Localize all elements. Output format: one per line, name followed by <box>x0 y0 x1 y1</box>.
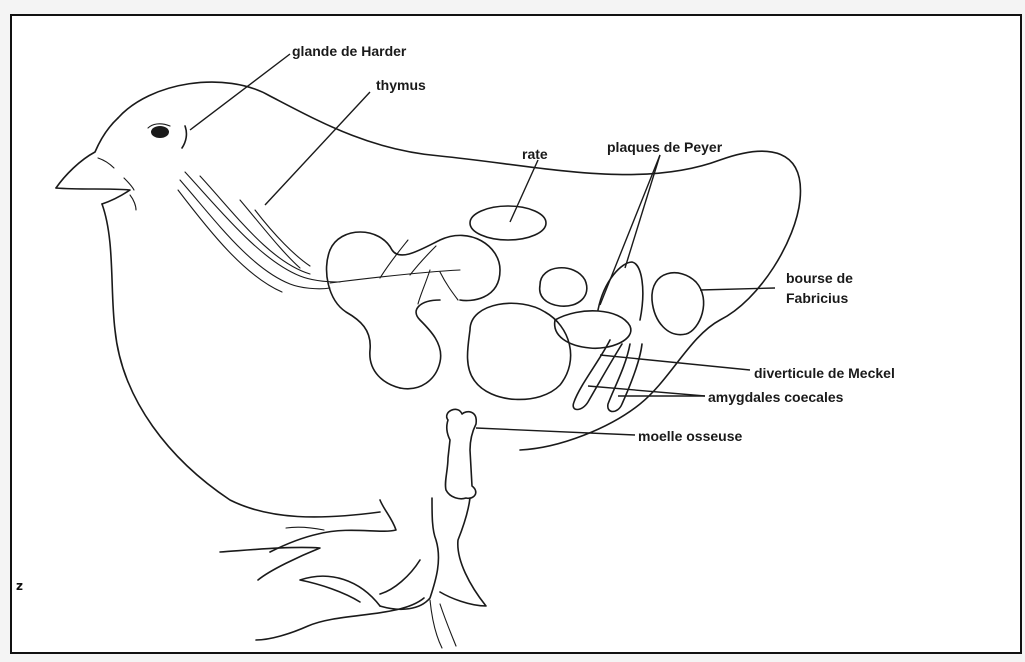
label-glande-harder: glande de Harder <box>292 43 407 59</box>
intestine-loops <box>327 232 704 412</box>
leader-bourse <box>700 288 775 290</box>
leader-thymus <box>265 92 370 205</box>
label-rate: rate <box>522 146 548 162</box>
spleen <box>470 206 546 240</box>
label-moelle: moelle osseuse <box>638 428 742 444</box>
label-plaques-peyer: plaques de Peyer <box>607 139 723 155</box>
label-bourse-line2: Fabricius <box>786 290 848 306</box>
label-bourse-line1: bourse de <box>786 270 853 286</box>
corner-mark: z <box>16 579 23 593</box>
label-amygdales: amygdales coecales <box>708 389 844 405</box>
eye <box>151 126 169 138</box>
legs-and-feet <box>220 409 486 648</box>
label-diverticule: diverticule de Meckel <box>754 365 895 381</box>
labels: glande de Harder thymus rate plaques de … <box>16 43 895 593</box>
leader-moelle <box>476 428 635 435</box>
leader-peyer-2 <box>625 155 660 268</box>
leader-glande-harder <box>190 54 290 130</box>
leader-peyer-1 <box>600 155 660 305</box>
leader-amygdales-1 <box>588 386 705 396</box>
thymus-lobes <box>178 172 340 292</box>
leader-rate <box>510 160 538 222</box>
label-thymus: thymus <box>376 77 426 93</box>
